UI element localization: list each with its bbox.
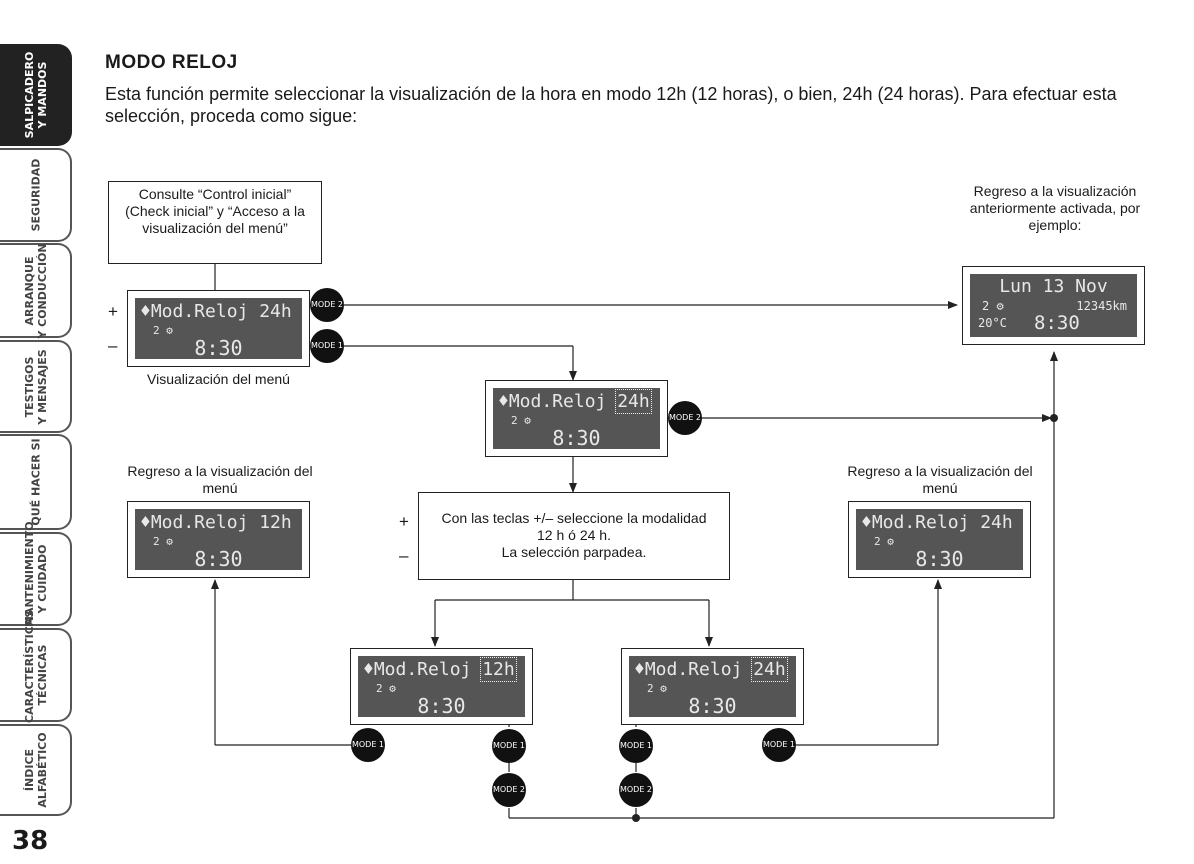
page-number: 38 [12, 826, 49, 856]
return-previous-label: Regreso a la visualización anteriormente… [969, 183, 1141, 233]
menu-view-label: Visualización del menú [147, 371, 290, 387]
lcd-time: 8:30 [552, 426, 601, 450]
mode1-button[interactable]: MODE 1 [492, 729, 526, 763]
lcd-label: ♦Mod.Reloj [861, 512, 970, 533]
mode1-button[interactable]: MODE 1 [351, 728, 385, 762]
lcd-mode: 12h [259, 512, 292, 533]
lcd-label: ♦Mod.Reloj [498, 391, 607, 412]
lcd-date: Lun 13 Nov [999, 276, 1108, 297]
lcd-time: 8:30 [688, 694, 737, 718]
lcd-gear: 2 ⚙ [153, 324, 173, 337]
lcd-odometer: 12345km [1076, 299, 1127, 313]
lcd-label: ♦Mod.Reloj [140, 512, 249, 533]
lcd-mode-highlighted: 24h [751, 657, 788, 682]
instruction-line-3: La selección parpadea. [501, 544, 647, 560]
return-menu-label-left: Regreso a la visualización del menú [127, 463, 313, 496]
lcd-display-12h: ♦Mod.Reloj 12h 2 ⚙ 8:30 [135, 509, 302, 571]
tab-seguridad[interactable]: SEGURIDAD [0, 148, 72, 242]
lcd-display-menu: ♦Mod.Reloj 24h 2 ⚙ 8:30 [135, 298, 302, 360]
minus-sign: – [399, 546, 409, 565]
plus-sign: + [399, 512, 409, 531]
mode2-button[interactable]: MODE 2 [619, 773, 653, 807]
lcd-label: ♦Mod.Reloj [634, 659, 743, 680]
lcd-mode-highlighted: 12h [480, 657, 517, 682]
lcd-time: 8:30 [417, 694, 466, 718]
lcd-display-24h: ♦Mod.Reloj 24h 2 ⚙ 8:30 [856, 509, 1023, 571]
lcd-time: 8:30 [915, 547, 964, 571]
lcd-frame-menu: ♦Mod.Reloj 24h 2 ⚙ 8:30 [127, 290, 310, 367]
page-title: MODO RELOJ [105, 52, 238, 73]
return-menu-label-right: Regreso a la visualización del menú [847, 463, 1033, 496]
lcd-gear: 2 ⚙ [874, 535, 894, 548]
lcd-frame-edit: ♦Mod.Reloj 24h 2 ⚙ 8:30 [485, 380, 668, 457]
lcd-mode-highlighted: 24h [615, 389, 652, 414]
lcd-display-blink-24h: ♦Mod.Reloj 24h 2 ⚙ 8:30 [629, 656, 796, 718]
lcd-gear: 2 ⚙ [982, 299, 1004, 313]
lcd-display-edit: ♦Mod.Reloj 24h 2 ⚙ 8:30 [493, 388, 660, 450]
minus-sign: – [108, 336, 118, 355]
mode1-button[interactable]: MODE 1 [762, 728, 796, 762]
lcd-label: ♦Mod.Reloj [363, 659, 472, 680]
mode1-button[interactable]: MODE 1 [310, 329, 344, 363]
tab-que-hacer[interactable]: QUÉ HACER SI [0, 434, 72, 530]
plus-sign: + [108, 302, 118, 321]
lcd-frame-blink-12h: ♦Mod.Reloj 12h 2 ⚙ 8:30 [350, 648, 533, 725]
lcd-display-blink-12h: ♦Mod.Reloj 12h 2 ⚙ 8:30 [358, 656, 525, 718]
lcd-temperature: 20°C [978, 316, 1007, 330]
consult-box: Consulte “Control inicial” (Check inicia… [108, 181, 322, 264]
lcd-mode: 24h [980, 512, 1013, 533]
mode2-button[interactable]: MODE 2 [492, 773, 526, 807]
lcd-time: 8:30 [1034, 312, 1080, 334]
lcd-display-previous: Lun 13 Nov 2 ⚙ 12345km 20°C 8:30 [970, 274, 1137, 337]
lcd-label: ♦Mod.Reloj [140, 301, 249, 322]
lcd-frame-24h: ♦Mod.Reloj 24h 2 ⚙ 8:30 [848, 501, 1031, 578]
lcd-time: 8:30 [194, 547, 243, 571]
lcd-gear: 2 ⚙ [376, 682, 396, 695]
instruction-line-1: Con las teclas +/– seleccione la modalid… [441, 510, 707, 526]
intro-text: Esta función permite seleccionar la visu… [105, 84, 1117, 126]
mode2-button[interactable]: MODE 2 [668, 401, 702, 435]
instruction-box: Con las teclas +/– seleccione la modalid… [418, 492, 730, 580]
lcd-time: 8:30 [194, 336, 243, 360]
lcd-mode: 24h [259, 301, 292, 322]
mode2-button[interactable]: MODE 2 [310, 288, 344, 322]
mode1-button[interactable]: MODE 1 [619, 729, 653, 763]
lcd-frame-12h: ♦Mod.Reloj 12h 2 ⚙ 8:30 [127, 501, 310, 578]
lcd-frame-previous: Lun 13 Nov 2 ⚙ 12345km 20°C 8:30 [962, 266, 1145, 345]
lcd-gear: 2 ⚙ [153, 535, 173, 548]
instruction-line-2: 12 h ó 24 h. [537, 527, 611, 543]
lcd-gear: 2 ⚙ [647, 682, 667, 695]
lcd-frame-blink-24h: ♦Mod.Reloj 24h 2 ⚙ 8:30 [621, 648, 804, 725]
lcd-gear: 2 ⚙ [511, 414, 531, 427]
